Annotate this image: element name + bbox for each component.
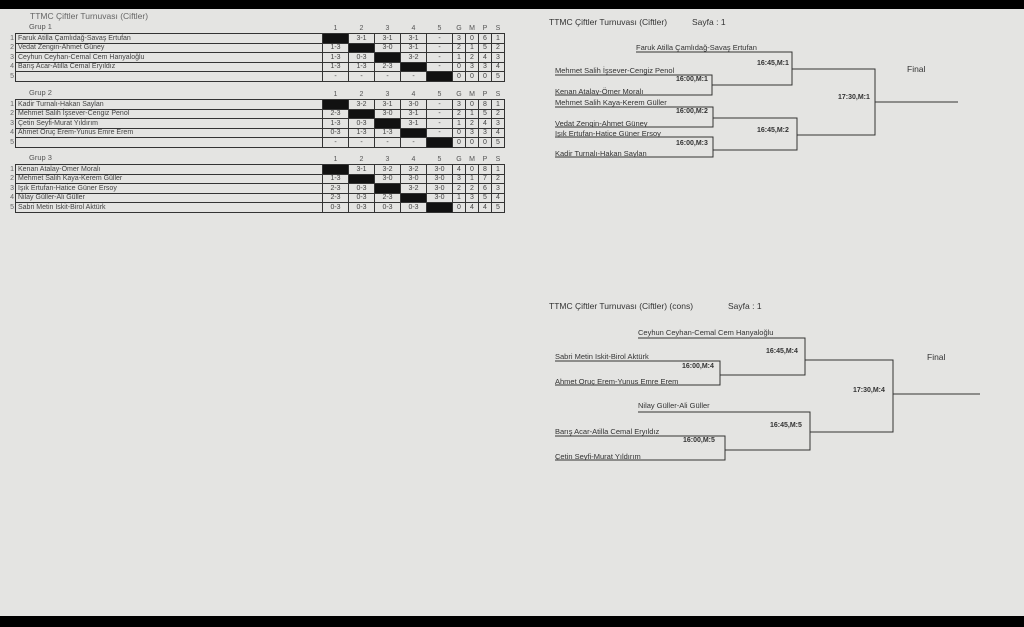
column-header: G [456, 90, 462, 98]
row-number: 5 [10, 138, 14, 146]
match-label: 16:45,M:4 [766, 348, 798, 355]
final-label: Final [927, 352, 946, 362]
bracket-entry: Mehmet Salih İşsever-Cengiz Penol [555, 66, 675, 75]
screen: TTMC Çiftler Turnuvası (Ciftler) Grup 1 1… [0, 9, 1024, 616]
row-number: 1 [10, 34, 14, 42]
match-label: 16:00,M:4 [682, 363, 714, 370]
bracket-entry: Nilay Güller-Ali Güller [638, 401, 710, 410]
group-label: Grup 1 [29, 22, 52, 31]
bracket-entry: Ahmet Oruç Erem-Yunus Emre Erem [555, 377, 679, 386]
group-label: Grup 3 [29, 153, 52, 162]
column-header: 4 [411, 90, 416, 98]
bracket-entry: Kadir Turnalı-Hakan Saylan [555, 149, 647, 158]
stat-cell: 5 [491, 137, 505, 148]
row-number: 2 [10, 110, 14, 118]
column-header: 4 [411, 24, 416, 32]
bracket-entry: Işık Ertufan-Hatice Güner Ersoy [555, 129, 661, 138]
row-number: 4 [10, 63, 14, 71]
column-header: P [482, 90, 488, 98]
bracket-lines [555, 51, 980, 461]
row-number: 3 [10, 184, 14, 192]
column-header: M [469, 90, 475, 98]
match-label: 16:00,M:5 [683, 437, 715, 444]
bracket-entry: Çetin Seyfi-Murat Yıldırım [555, 452, 641, 461]
row-number: 4 [10, 129, 14, 137]
column-header: 1 [333, 90, 338, 98]
column-header: P [482, 24, 488, 32]
column-header: 1 [333, 155, 338, 163]
column-header: 3 [385, 24, 390, 32]
bracket-entry: Mehmet Salih Kaya-Kerem Güller [555, 98, 667, 107]
bracket-title: TTMC Çiftler Turnuvası (Ciftler) (cons) [549, 301, 694, 311]
match-label: 16:00,M:1 [676, 76, 708, 83]
row-number: 5 [10, 72, 14, 80]
column-header: 3 [385, 155, 390, 163]
row-number: 3 [10, 119, 14, 127]
row-number: 1 [10, 165, 14, 173]
report-title: TTMC Çiftler Turnuvası (Ciftler) [30, 11, 149, 21]
page-number: Sayfa : 1 [728, 301, 762, 311]
bracket-title: TTMC Çiftler Turnuvası (Ciftler) [549, 17, 668, 27]
bracket-entry: Kenan Atalay-Ömer Moralı [555, 87, 644, 96]
bracket-entry: Faruk Atilla Çamlıdağ-Savaş Ertufan [636, 43, 757, 52]
match-label: 16:00,M:2 [676, 108, 708, 115]
bracket-entry: Sabri Metin Iskit-Birol Aktürk [555, 352, 649, 361]
column-header: M [469, 24, 475, 32]
match-label: 16:45,M:2 [757, 127, 789, 134]
column-header: S [495, 24, 501, 32]
match-label: 16:00,M:3 [676, 140, 708, 147]
stat-cell: 5 [491, 71, 505, 82]
row-number: 1 [10, 100, 14, 108]
stat-cell: 5 [491, 202, 505, 213]
column-header: 2 [359, 90, 364, 98]
column-header: S [495, 90, 501, 98]
bracket-entry: Barış Acar-Atilla Cemal Eryıldız [555, 427, 660, 436]
bracket-entry: Vedat Zengin-Ahmet Güney [555, 119, 648, 128]
match-label: 17:30,M:4 [853, 387, 885, 394]
column-header: S [495, 155, 501, 163]
row-number: 4 [10, 194, 14, 202]
column-header: 2 [359, 24, 364, 32]
column-header: 5 [437, 90, 442, 98]
column-header: 4 [411, 155, 416, 163]
row-number: 2 [10, 175, 14, 183]
column-header: 2 [359, 155, 364, 163]
match-label: 17:30,M:1 [838, 94, 870, 101]
column-header: 1 [333, 24, 338, 32]
column-header: 3 [385, 90, 390, 98]
row-number: 5 [10, 203, 14, 211]
match-label: 16:45,M:5 [770, 422, 802, 429]
match-label: 16:45,M:1 [757, 60, 789, 67]
column-header: M [469, 155, 475, 163]
bracket-entry: Ceyhun Ceyhan-Cemal Cem Hanyaloğlu [638, 328, 774, 337]
group-label: Grup 2 [29, 88, 52, 97]
column-header: 5 [437, 155, 442, 163]
page-number: Sayfa : 1 [692, 17, 726, 27]
final-label: Final [907, 64, 926, 74]
column-header: 5 [437, 24, 442, 32]
row-number: 3 [10, 53, 14, 61]
column-header: G [456, 155, 462, 163]
row-number: 2 [10, 44, 14, 52]
column-header: P [482, 155, 488, 163]
column-header: G [456, 24, 462, 32]
